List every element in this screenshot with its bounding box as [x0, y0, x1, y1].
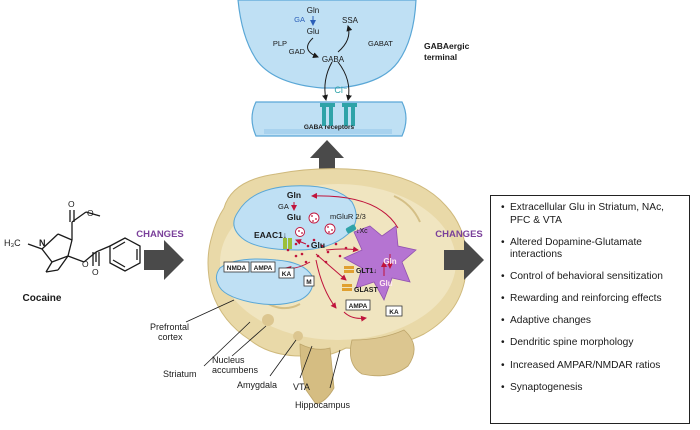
glt1-label: GLT1↓	[356, 268, 377, 275]
glu-to-gaba-arrow	[307, 37, 319, 58]
gabaergic-title-line2: terminal	[424, 52, 457, 62]
glt1-transporter	[344, 266, 354, 273]
effects-list: Extracellular Glu in Striatum, NAc, PFC …	[501, 202, 681, 394]
right-arrow-right	[444, 240, 484, 280]
nucleus-accumbens-label-line1: Nucleus	[212, 355, 245, 365]
amygdala-label: Amygdala	[237, 380, 277, 390]
cocaine-oxygen-label-2: O	[87, 208, 94, 218]
astro-glu-label: Glu	[379, 279, 392, 288]
gaba-receptor-right	[342, 103, 357, 126]
cocaine-oxygen-label-3: O	[82, 259, 89, 269]
striatum-label: Striatum	[163, 369, 197, 379]
glast-transporter	[342, 284, 352, 291]
m-label: M	[306, 279, 311, 286]
up-arrow	[310, 140, 344, 176]
prefrontal-label-line2: cortex	[158, 332, 183, 342]
nucleus-accumbens-label-line2: accumbens	[212, 365, 259, 375]
cocaine-oxygen-label-1: O	[68, 199, 75, 209]
gabaergic-terminal	[237, 0, 417, 137]
effect-item: Rewarding and reinforcing effects	[501, 293, 681, 306]
prefrontal-label-line1: Prefrontal	[150, 322, 189, 332]
effect-item: Increased AMPAR/NMDAR ratios	[501, 360, 681, 373]
astro-gln-label: Gln	[383, 257, 396, 266]
synapse-glu-top-label: Glu	[287, 212, 301, 222]
gaba-metabolism-arrows	[307, 16, 353, 101]
cocaine-oxygen-label-4: O	[92, 267, 99, 277]
ampa-receptor-box	[250, 261, 276, 273]
changes-right-label: CHANGES	[435, 229, 483, 240]
terminal-ga-label: GA	[294, 15, 305, 24]
astrocyte	[343, 225, 417, 301]
terminal-gabat-label: GABAT	[368, 39, 393, 48]
terminal-ssa-label: SSA	[342, 16, 359, 25]
terminal-gaba-label: GABA	[322, 55, 345, 64]
synapse-glu-center-label: Glu	[311, 240, 325, 250]
cocaine-methyl-label: H₃C	[4, 238, 21, 248]
region-leader-lines	[185, 299, 341, 389]
cerebellum	[349, 329, 415, 377]
terminal-gln-label: Gln	[307, 6, 319, 15]
gabaergic-title-line1: GABAergic	[424, 41, 470, 51]
effect-item: Extracellular Glu in Striatum, NAc, PFC …	[501, 202, 681, 227]
mglur-label: mGluR 2/3	[330, 212, 366, 221]
nmda-label: NMDA	[227, 265, 247, 272]
cocaine-label: Cocaine	[23, 293, 62, 304]
glast-label: GLAST	[354, 287, 378, 294]
terminal-gad-label: GAD	[289, 47, 306, 56]
eaac1-transporter	[283, 238, 292, 249]
right-arrow-left	[144, 240, 184, 280]
vesicles	[295, 212, 336, 237]
nmda-receptor-box	[223, 261, 250, 273]
gaba-release-arrow-right	[337, 61, 352, 101]
vta-label: VTA	[293, 382, 310, 392]
gaba-release-arrow-left	[322, 61, 333, 101]
effect-item: Adaptive changes	[501, 315, 681, 328]
gaba-receptor-left	[320, 103, 335, 126]
nucleus-accumbens-region	[262, 314, 274, 326]
ampa-label: AMPA	[254, 265, 273, 272]
synapse-gln-label: Gln	[287, 190, 301, 200]
amygdala-region	[293, 331, 303, 341]
ka-receptor-box-2	[385, 305, 403, 317]
cocaine-nitrogen-label: N	[39, 238, 46, 248]
effect-item: Dendritic spine morphology	[501, 337, 681, 350]
gaba-receptors-label: GABA receptors	[304, 124, 355, 131]
ka-receptor-box	[278, 267, 295, 279]
effects-panel: Extracellular Glu in Striatum, NAc, PFC …	[490, 195, 690, 424]
presynaptic-neuron	[233, 185, 357, 251]
effect-item: Synaptogenesis	[501, 382, 681, 395]
gaba-to-ssa-arrow	[337, 25, 353, 53]
eaac1-label: EAAC1↓	[254, 230, 287, 240]
synapse-ga-label: GA	[278, 202, 289, 211]
ka-label-2: KA	[389, 309, 399, 316]
ampa-label-2: AMPA	[349, 303, 368, 310]
terminal-plp-label: PLP	[273, 39, 287, 48]
xc-label: ↓Xc	[356, 228, 368, 235]
changes-left-label: CHANGES	[136, 229, 184, 240]
receptor-band	[264, 129, 392, 134]
xc-transporter	[345, 224, 357, 234]
astro-to-neuron-gln-arrow	[311, 192, 399, 229]
hippocampus-label: Hippocampus	[295, 400, 351, 410]
chloride-ion-label: Cl⁻	[334, 85, 347, 95]
m-receptor-box	[303, 275, 315, 287]
terminal-glu-label: Glu	[307, 27, 319, 36]
effect-item: Altered Dopamine-Glutamate interactions	[501, 237, 681, 262]
presynaptic-terminal	[237, 0, 417, 89]
effect-item: Control of behavioral sensitization	[501, 271, 681, 284]
ka-label: KA	[282, 271, 292, 278]
brainstem	[299, 343, 335, 405]
ampa-receptor-box-2	[345, 299, 371, 311]
cocaine-molecule	[27, 210, 141, 273]
glutamate-dots	[286, 238, 348, 264]
